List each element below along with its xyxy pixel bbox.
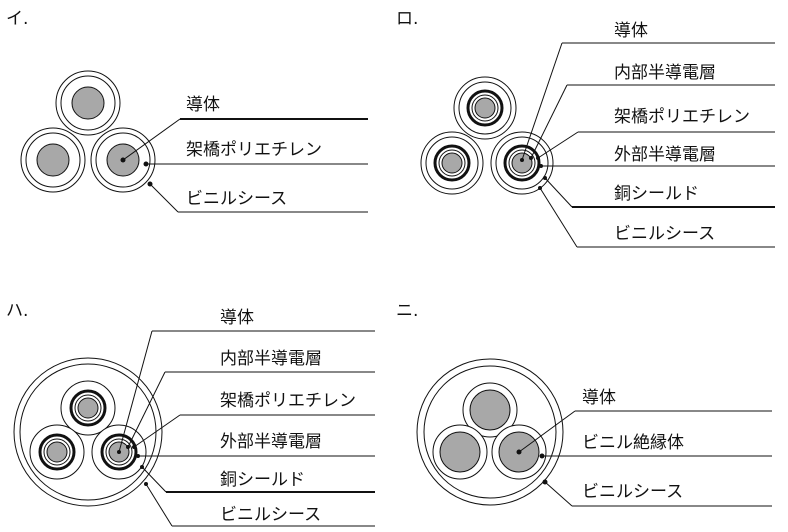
option-ni-marker: ニ.	[396, 301, 418, 321]
option-i-marker: イ.	[6, 9, 28, 29]
label-ni-pvc-insulation: ビニル絶縁体	[582, 433, 684, 453]
cable-ha-top	[60, 380, 116, 436]
label-ni-conductor: 導体	[582, 388, 616, 408]
label-ni-sheath: ビニルシース	[582, 482, 683, 502]
label-ha-copper-shield: 銅シールド	[220, 470, 305, 490]
option-ha-marker: ハ.	[6, 301, 28, 321]
label-ha-outer-semicon: 外部半導電層	[220, 432, 322, 452]
label-ro-conductor: 導体	[614, 21, 648, 41]
cable-ro-top	[453, 76, 517, 140]
cable-i-top	[55, 70, 121, 136]
label-ha-inner-semicon: 内部半導電層	[220, 349, 322, 369]
label-ro-inner-semicon: 内部半導電層	[614, 63, 716, 83]
cable-i-left	[20, 127, 86, 193]
cable-ha-left	[29, 424, 85, 480]
label-ha-conductor: 導体	[220, 308, 254, 328]
cable-ni-left	[432, 424, 488, 480]
label-ro-outer-semicon: 外部半導電層	[614, 145, 716, 165]
option-ha: ハ.	[6, 301, 375, 527]
option-ro-marker: ロ.	[396, 9, 418, 29]
cable-ro-right	[490, 131, 554, 195]
label-ro-xlpe: 架橋ポリエチレン	[614, 107, 750, 127]
option-i: イ. 導体 架橋ポリエチレン ビニルシース	[6, 9, 368, 213]
label-ha-sheath: ビニルシース	[220, 505, 321, 525]
option-ni: ニ. 導体 ビニル絶縁体 ビニルシース	[396, 301, 772, 507]
label-ro-sheath: ビニルシース	[614, 224, 715, 244]
label-i-xlpe: 架橋ポリエチレン	[186, 140, 322, 160]
label-ha-xlpe: 架橋ポリエチレン	[220, 391, 356, 411]
cable-ro-left	[420, 131, 484, 195]
label-i-conductor: 導体	[186, 95, 220, 115]
label-i-sheath: ビニルシース	[186, 189, 287, 209]
label-ro-copper-shield: 銅シールド	[614, 184, 699, 204]
option-ro: ロ.	[396, 9, 775, 248]
cable-ni-top	[462, 382, 518, 438]
